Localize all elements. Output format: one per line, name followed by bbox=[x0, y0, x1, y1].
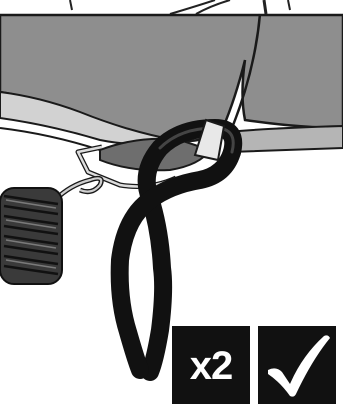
appliance-right-edge bbox=[228, 126, 343, 152]
coil-spring bbox=[0, 188, 62, 284]
top-frame-lines bbox=[70, 0, 290, 14]
confirm-badge bbox=[258, 326, 336, 404]
checkmark-icon bbox=[258, 326, 336, 404]
quantity-badge: x2 bbox=[172, 326, 250, 404]
quantity-label: x2 bbox=[190, 346, 233, 386]
